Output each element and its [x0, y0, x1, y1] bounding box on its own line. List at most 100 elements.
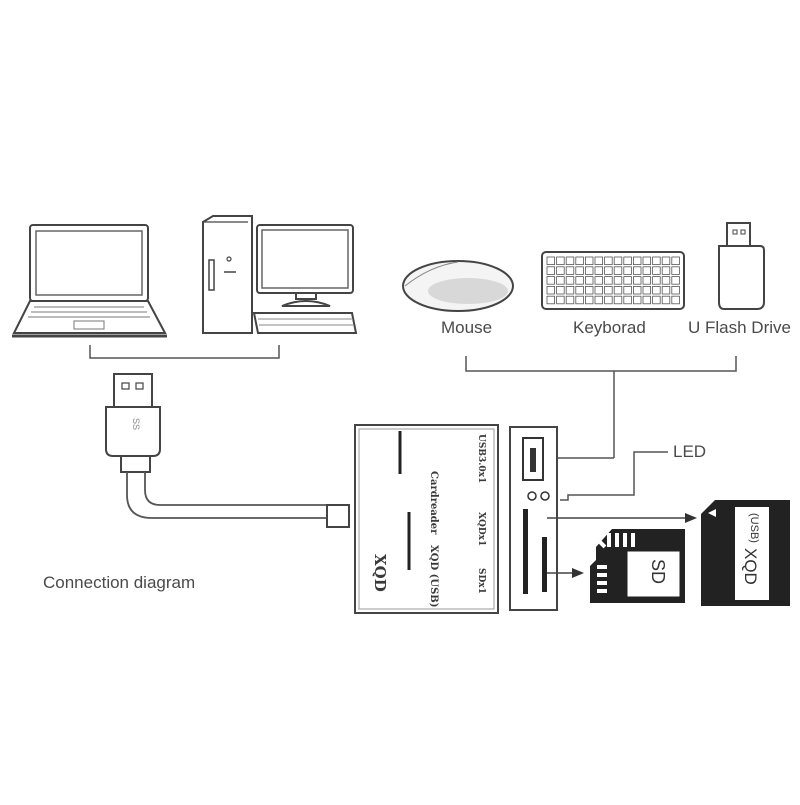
keyboard-key — [585, 285, 594, 295]
mouse-label: Mouse — [441, 318, 493, 337]
keyboard-key — [565, 285, 575, 295]
keyboard-key — [604, 285, 613, 295]
led-label: LED — [673, 442, 707, 461]
keyboard-key — [546, 295, 555, 305]
reader-port-sd: SDx1 — [476, 568, 486, 594]
keyboard-key — [556, 256, 565, 265]
keyboard-key — [652, 295, 661, 305]
keyboard-key — [623, 256, 632, 265]
keyboard-key — [604, 295, 613, 305]
keyboard-key — [585, 256, 594, 265]
keyboard-key — [594, 256, 603, 265]
diagram-caption: Connection diagram — [43, 573, 196, 592]
usb-plug-icon — [105, 373, 161, 473]
xqd-card-sub-label: (USB) — [748, 513, 760, 543]
reader-port-usb: USB3.0x1 — [476, 434, 486, 484]
keyboard-key — [642, 256, 651, 265]
keyboard-key — [613, 266, 623, 275]
keyboard-key — [661, 266, 671, 275]
keyboard-key — [585, 276, 594, 285]
reader-name: Cardreader — [428, 471, 439, 535]
xqd-card-label: XQD — [741, 548, 760, 585]
keyboard-key — [546, 266, 555, 275]
keyboard-key — [575, 256, 584, 265]
usb-cable-line — [126, 472, 332, 519]
usb-flash-drive-icon — [718, 222, 765, 310]
keyboard-key — [556, 285, 565, 295]
keyboard-key — [642, 295, 651, 305]
keyboard-key — [556, 276, 565, 285]
keyboard-key — [575, 266, 584, 275]
sd-card-icon — [590, 529, 685, 603]
sd-slot — [542, 537, 547, 592]
keyboard-key — [613, 285, 623, 295]
keyboard-key — [575, 295, 584, 305]
keyboard-key — [594, 276, 603, 285]
keyboard-key — [565, 295, 575, 305]
keyboard-key — [585, 266, 594, 275]
keyboard-key — [652, 256, 661, 265]
keyboard-key — [604, 266, 613, 275]
xqd-slot — [523, 509, 528, 594]
keyboard-key — [594, 295, 603, 305]
flash-drive-label: U Flash Drive — [688, 318, 791, 337]
keyboard-key — [633, 285, 642, 295]
keyboard-key — [565, 276, 575, 285]
keyboard-key — [613, 276, 623, 285]
mouse-icon — [402, 260, 514, 312]
laptop-icon — [12, 224, 167, 338]
keyboard-key — [546, 276, 555, 285]
sd-arrow-head — [572, 568, 584, 578]
computer-bracket-line — [89, 345, 280, 359]
led-dot-1 — [527, 491, 537, 501]
keyboard-key — [604, 276, 613, 285]
keyboard-key — [594, 266, 603, 275]
cable-connector — [326, 504, 350, 528]
keyboard-key — [633, 276, 642, 285]
led-dot-2 — [540, 491, 550, 501]
keyboard-key — [585, 295, 594, 305]
keyboard-key — [671, 295, 680, 305]
keyboard-key — [652, 266, 661, 275]
keyboard-key — [642, 266, 651, 275]
keyboard-key — [565, 256, 575, 265]
usb-port-tongue — [530, 448, 536, 472]
keyboard-icon — [541, 251, 685, 310]
keyboard-key — [604, 256, 613, 265]
keyboard-key — [556, 295, 565, 305]
keyboard-key — [613, 295, 623, 305]
keyboard-key — [633, 295, 642, 305]
led-leader-line — [560, 451, 668, 501]
xqd-arrow-head — [685, 513, 697, 523]
xqd-card-icon — [701, 500, 790, 606]
reader-port-xqd: XQDx1 — [476, 512, 486, 547]
usb-plug-ss-mark: SS — [131, 418, 141, 431]
keyboard-key — [623, 295, 632, 305]
peripheral-bracket-line — [465, 356, 737, 372]
keyboard-key — [546, 256, 555, 265]
keyboard-key — [642, 285, 651, 295]
keyboard-key — [671, 276, 680, 285]
keyboard-key — [661, 256, 671, 265]
keyboard-key — [661, 276, 671, 285]
reader-brand: XQD — [371, 554, 389, 592]
keyboard-key — [642, 276, 651, 285]
keyboard-key — [613, 256, 623, 265]
keyboard-key — [633, 266, 642, 275]
reader-xqd-usb: XQD (USB) — [428, 545, 439, 608]
desktop-computer-icon — [202, 215, 358, 334]
keyboard-key — [633, 256, 642, 265]
keyboard-label: Keyborad — [573, 318, 646, 337]
card-reader-body — [354, 424, 499, 614]
keyboard-key — [546, 285, 555, 295]
keyboard-key — [671, 285, 680, 295]
keyboard-key — [661, 285, 671, 295]
keyboard-key — [671, 256, 680, 265]
keyboard-key — [575, 285, 584, 295]
keyboard-key — [565, 266, 575, 275]
keyboard-key — [575, 276, 584, 285]
keyboard-key — [661, 295, 671, 305]
sd-card-label: SD — [648, 559, 668, 585]
